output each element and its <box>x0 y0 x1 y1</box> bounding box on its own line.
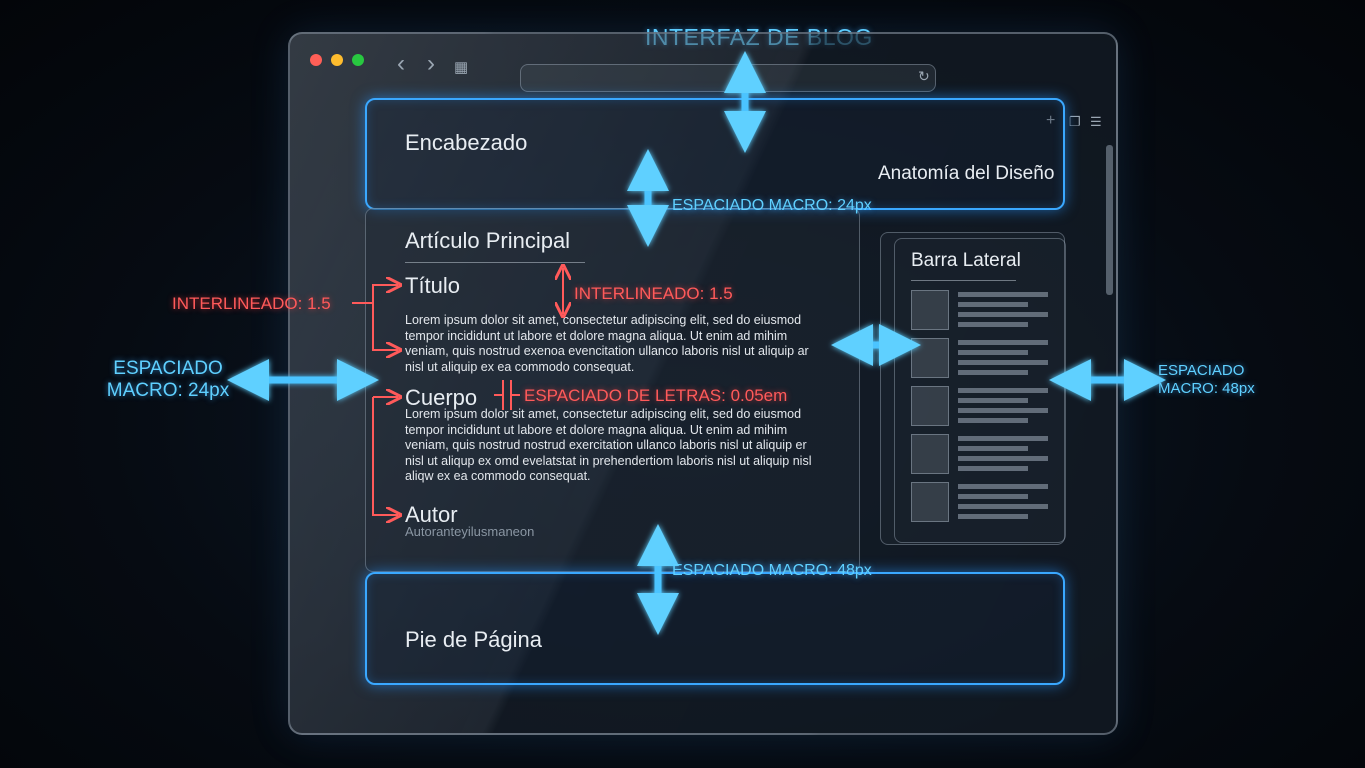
author-name: Autoranteyilusmaneon <box>405 524 535 539</box>
sidebar-thumbnail[interactable] <box>911 482 949 522</box>
macro-spacing-right-label: ESPACIADO MACRO: 48px <box>1158 362 1255 397</box>
sidebar-text-line <box>958 302 1028 307</box>
footer-region <box>365 572 1065 685</box>
minimize-dot[interactable] <box>331 54 343 66</box>
maximize-dot[interactable] <box>352 54 364 66</box>
body-paragraph: Lorem ipsum dolor sit amet, consectetur … <box>405 407 812 483</box>
title-paragraph: Lorem ipsum dolor sit amet, consectetur … <box>405 313 809 374</box>
title-heading: Título <box>405 273 461 298</box>
scrollbar[interactable] <box>1106 145 1113 295</box>
sidebar-text-line <box>958 370 1028 375</box>
sidebar-text-line <box>958 514 1028 519</box>
copy-icon[interactable]: ❐ <box>1069 114 1081 129</box>
bracket-title <box>352 284 398 350</box>
browser-window <box>288 32 1118 735</box>
body-heading: Cuerpo <box>405 385 478 410</box>
sidebar-thumbnail[interactable] <box>911 434 949 474</box>
header-label: Encabezado <box>405 130 528 155</box>
macro-spacing-top-label: ESPACIADO MACRO: 24px <box>672 197 872 214</box>
header-region <box>365 98 1065 210</box>
sidebar-text-line <box>958 398 1028 403</box>
letter-spacing-marker <box>494 380 520 410</box>
divider <box>911 280 1016 281</box>
back-button[interactable]: ‹ <box>397 50 405 77</box>
sidebar-text-line <box>958 408 1048 413</box>
close-dot[interactable] <box>310 54 322 66</box>
macro-spacing-left-label: ESPACIADO MACRO: 24px <box>106 358 230 401</box>
macro-spacing-bottom-label: ESPACIADO MACRO: 48px <box>672 562 872 579</box>
forward-button[interactable]: › <box>427 50 435 77</box>
sidebar-text-line <box>958 322 1028 327</box>
sidebar-thumbnail[interactable] <box>911 386 949 426</box>
sidebar-text-line <box>958 504 1048 509</box>
sidebar-text-line <box>958 466 1028 471</box>
grid-icon[interactable]: ▦ <box>454 59 469 76</box>
sidebar-text-line <box>958 312 1048 317</box>
reload-icon[interactable]: ↻ <box>918 68 930 84</box>
line-height-label-left: INTERLINEADO: 1.5 <box>172 294 331 313</box>
sidebar-text-line <box>958 494 1028 499</box>
line-height-label: INTERLINEADO: 1.5 <box>574 284 733 303</box>
sidebar-text-line <box>958 484 1048 489</box>
author-heading: Autor <box>405 502 458 527</box>
menu-button[interactable]: ☰ <box>1090 114 1102 129</box>
footer-label: Pie de Página <box>405 627 542 652</box>
header-subtitle: Anatomía del Diseño <box>878 163 1055 184</box>
sidebar-text-line <box>958 446 1028 451</box>
letter-spacing-label: ESPACIADO DE LETRAS: 0.05em <box>524 386 788 405</box>
main-article-region <box>365 208 860 572</box>
sidebar-text-line <box>958 360 1048 365</box>
sidebar-text-line <box>958 388 1048 393</box>
sidebar-text-line <box>958 436 1048 441</box>
sidebar-text-line <box>958 292 1048 297</box>
article-label: Artículo Principal <box>405 228 571 253</box>
new-tab-button[interactable]: + <box>1046 112 1056 129</box>
sidebar-text-line <box>958 456 1048 461</box>
bracket-body-author <box>372 396 398 515</box>
sidebar-text-line <box>958 350 1028 355</box>
sidebar-text-line <box>958 340 1048 345</box>
sidebar-label: Barra Lateral <box>911 250 1021 271</box>
sidebar-thumbnail[interactable] <box>911 290 949 330</box>
sidebar-text-line <box>958 418 1028 423</box>
divider <box>405 262 585 263</box>
